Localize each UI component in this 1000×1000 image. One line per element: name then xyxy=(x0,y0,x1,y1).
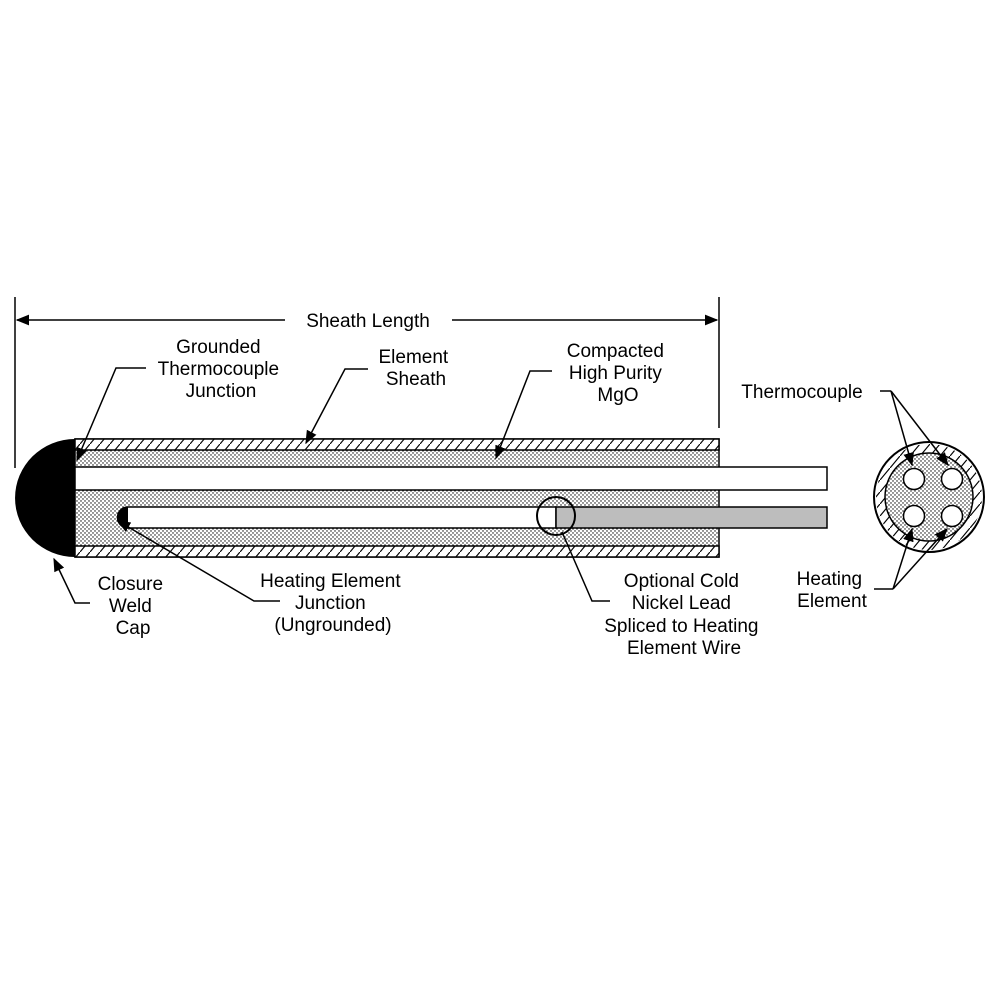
heating-element-wire xyxy=(116,506,557,529)
label-compacted-mgo: Compacted High Purity MgO xyxy=(567,341,669,406)
label-thermocouple: Thermocouple xyxy=(741,382,862,403)
label-element-sheath: Element Sheath xyxy=(379,347,454,390)
sheath-wall-bottom xyxy=(74,545,720,558)
cold-nickel-lead xyxy=(555,506,828,529)
sheath-wall-top xyxy=(74,438,720,451)
leader-lines xyxy=(53,367,949,604)
mgo-core xyxy=(884,452,974,542)
label-optional-cold-nickel-lead: Optional Cold Nickel Lead Spliced to Hea… xyxy=(604,571,764,659)
heater-body xyxy=(15,438,828,558)
label-closure-weld-cap: Closure Weld Cap xyxy=(98,574,169,639)
thermocouple-wire xyxy=(74,466,828,491)
label-heating-element-junction: Heating Element Junction (Ungrounded) xyxy=(260,571,406,636)
end-cross-section xyxy=(873,441,985,553)
labels: Grounded Thermocouple Junction Element S… xyxy=(98,337,868,659)
closure-weld-cap xyxy=(15,439,75,557)
label-heating-element: Heating Element xyxy=(797,569,868,612)
thermocouple-wire-end-a xyxy=(902,467,926,491)
sheath-length-dimension: Sheath Length xyxy=(14,297,720,468)
splice-circle xyxy=(536,496,576,536)
label-grounded-thermocouple-junction: Grounded Thermocouple Junction xyxy=(158,337,285,402)
heating-wire-end-a xyxy=(902,504,926,528)
mgo-insulation xyxy=(74,438,720,558)
heating-wire-end-b xyxy=(940,504,964,528)
sheath-length-label: Sheath Length xyxy=(306,311,430,332)
thermocouple-wire-end-b xyxy=(940,467,964,491)
